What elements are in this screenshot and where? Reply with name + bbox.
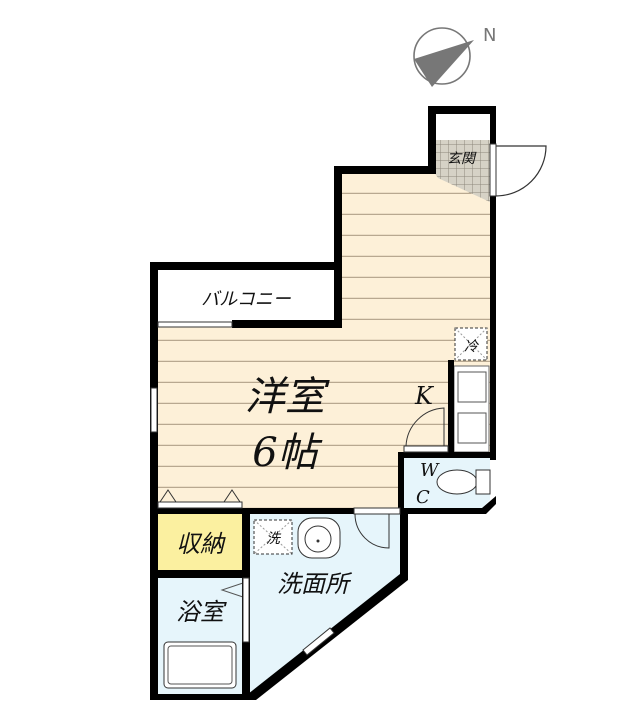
entrance-shoe-space bbox=[434, 114, 490, 140]
storage-door-right[interactable] bbox=[223, 489, 241, 503]
toilet-bowl-icon bbox=[436, 469, 478, 495]
kitchen-label: K bbox=[414, 382, 435, 410]
toilet-door[interactable] bbox=[405, 407, 445, 447]
washer-label: 洗 bbox=[266, 531, 282, 547]
bathtub-inner bbox=[167, 645, 233, 685]
bathtub-icon bbox=[163, 641, 237, 689]
washroom-floor bbox=[250, 514, 400, 694]
compass: N bbox=[413, 25, 496, 87]
balcony-label: バルコニー bbox=[201, 289, 292, 310]
western-room-label: 洋室 bbox=[245, 374, 330, 420]
entrance-door-frame bbox=[489, 143, 497, 197]
toilet-label-c: C bbox=[416, 487, 430, 508]
storage bbox=[158, 514, 242, 570]
storage-door-left[interactable] bbox=[159, 489, 177, 503]
compass-circle-icon bbox=[413, 27, 471, 85]
fridge-space: 冷 bbox=[454, 327, 488, 361]
storage-door-frame bbox=[157, 501, 243, 509]
fridge-label: 冷 bbox=[464, 339, 480, 355]
balcony bbox=[158, 270, 334, 322]
washroom-label: 洗面所 bbox=[277, 570, 353, 598]
side-window[interactable] bbox=[150, 387, 158, 433]
washroom-door-frame bbox=[353, 507, 401, 515]
bathroom-label: 浴室 bbox=[176, 598, 227, 626]
western-room-floor bbox=[158, 172, 490, 508]
basin-bowl bbox=[304, 525, 332, 553]
bathroom-door-frame bbox=[242, 577, 250, 643]
stove-burner-icon bbox=[457, 371, 487, 403]
entrance-door[interactable] bbox=[495, 145, 547, 197]
toilet-tank-icon bbox=[475, 469, 491, 495]
balcony-sliding-door[interactable] bbox=[157, 321, 233, 328]
basin-drain bbox=[316, 539, 320, 543]
washer-space: 洗 bbox=[253, 519, 293, 555]
entrance-floor bbox=[434, 140, 490, 202]
toilet-door-frame bbox=[403, 445, 449, 453]
washroom-window[interactable] bbox=[302, 627, 335, 656]
washroom-door-swing[interactable] bbox=[354, 513, 390, 549]
compass-needle-icon bbox=[414, 40, 474, 87]
entrance-label: 玄関 bbox=[447, 151, 477, 167]
storage-label: 収納 bbox=[176, 530, 226, 558]
toilet-label-w: W bbox=[420, 460, 440, 481]
western-room-size: 6帖 bbox=[252, 430, 322, 476]
sink-icon bbox=[457, 412, 487, 444]
bathroom-door-icon[interactable] bbox=[220, 581, 247, 599]
north-label: N bbox=[483, 25, 496, 46]
